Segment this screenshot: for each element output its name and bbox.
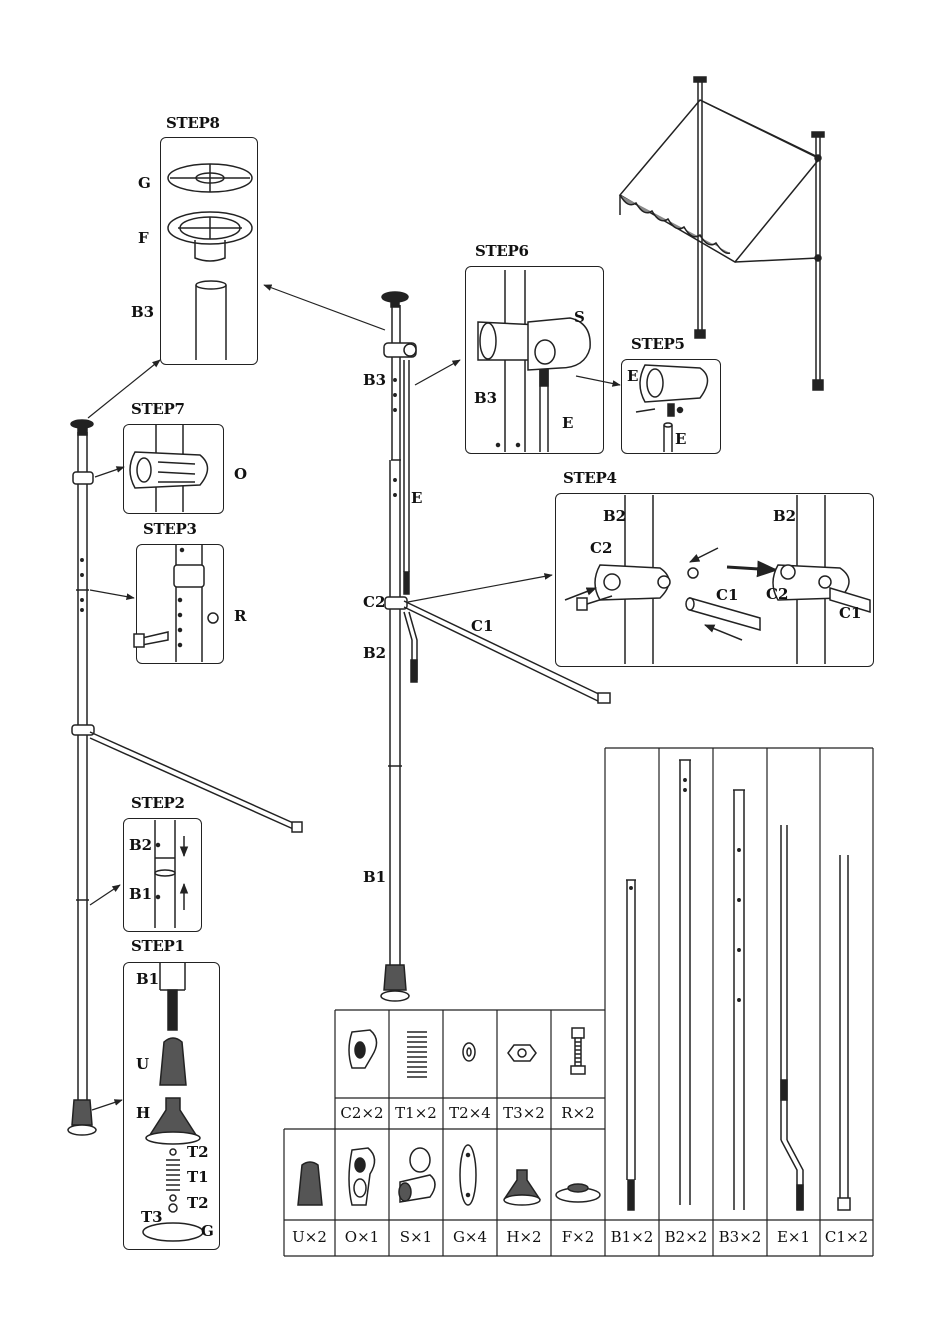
step6-label-s: S (574, 310, 585, 325)
parts-cell-bottom-2: S×1 (389, 1230, 443, 1245)
parts-cell-bottom-4: H×2 (497, 1230, 551, 1245)
step1-label-t2-top: T2 (187, 1145, 209, 1160)
step4-label-c2-left: C2 (590, 541, 612, 556)
step2-title: STEP2 (131, 796, 185, 811)
step2-label-b1: B1 (129, 887, 152, 902)
main-label-e: E (411, 491, 422, 506)
step8-label-f: F (138, 231, 149, 246)
parts-cell-bottom-6: B1×2 (605, 1230, 659, 1245)
step4-title: STEP4 (563, 471, 617, 486)
step7-label-o: O (234, 467, 247, 482)
step8-illustration (168, 164, 252, 360)
step3-label-r: R (234, 609, 246, 624)
parts-cell-bottom-5: F×2 (551, 1230, 605, 1245)
step3-illustration (134, 545, 218, 662)
parts-cell-bottom-10: C1×2 (820, 1230, 873, 1245)
parts-cell-top-3: T3×2 (497, 1106, 551, 1121)
step5-illustration (636, 365, 708, 452)
parts-cell-top-1: T1×2 (389, 1106, 443, 1121)
step1-label-b1: B1 (136, 972, 159, 987)
parts-table-grid (284, 748, 873, 1256)
main-label-b3: B3 (363, 373, 386, 388)
parts-cell-bottom-7: B2×2 (659, 1230, 713, 1245)
step1-label-t3: T3 (141, 1210, 163, 1225)
parts-cell-bottom-8: B3×2 (713, 1230, 767, 1245)
step3-title: STEP3 (143, 522, 197, 537)
main-label-c2: C2 (363, 595, 385, 610)
step8-label-g: G (138, 176, 151, 191)
step4-label-c1-left: C1 (716, 588, 738, 603)
parts-cell-bottom-1: O×1 (335, 1230, 389, 1245)
parts-cell-top-2: T2×4 (443, 1106, 497, 1121)
step4-label-c2-right: C2 (766, 587, 788, 602)
step1-title: STEP1 (131, 939, 185, 954)
step5-label-e-bottom: E (675, 432, 686, 447)
step1-label-u: U (136, 1057, 149, 1072)
main-label-b1: B1 (363, 870, 386, 885)
main-label-b2: B2 (363, 646, 386, 661)
step1-label-g: G (201, 1224, 214, 1239)
step1-label-t1: T1 (187, 1170, 209, 1185)
main-label-c1: C1 (471, 619, 493, 634)
parts-cell-bottom-3: G×4 (443, 1230, 497, 1245)
step1-label-t2-bottom: T2 (187, 1196, 209, 1211)
step6-label-e: E (562, 416, 573, 431)
parts-cell-bottom-0: U×2 (284, 1230, 335, 1245)
step1-label-h: H (136, 1106, 150, 1121)
parts-cell-top-4: R×2 (551, 1106, 605, 1121)
step6-title: STEP6 (475, 244, 529, 259)
step8-label-b3: B3 (131, 305, 154, 320)
step7-illustration (130, 424, 208, 512)
step2-label-b2: B2 (129, 838, 152, 853)
step5-label-e-top: E (627, 369, 638, 384)
step5-title: STEP5 (631, 337, 685, 352)
step4-label-b2-right: B2 (773, 509, 796, 524)
step7-title: STEP7 (131, 402, 185, 417)
step8-title: STEP8 (166, 116, 220, 131)
step2-illustration (155, 820, 184, 928)
step6-label-b3: B3 (474, 391, 497, 406)
step4-label-c1-right: C1 (839, 606, 861, 621)
step4-label-b2-left: B2 (603, 509, 626, 524)
parts-cell-bottom-9: E×1 (767, 1230, 820, 1245)
parts-cell-top-0: C2×2 (335, 1106, 389, 1121)
